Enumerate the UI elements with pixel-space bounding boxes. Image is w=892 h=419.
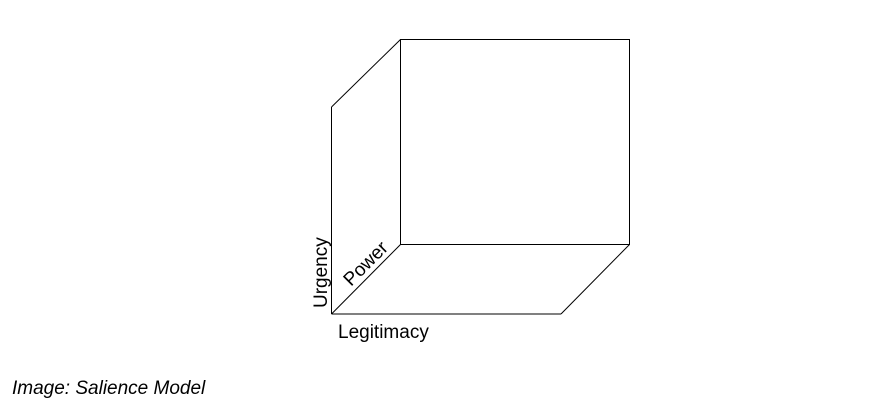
cube-depth-edge-top-left: [331, 39, 401, 108]
axis-label-power: Power: [340, 237, 393, 290]
cube-back-face: [400, 39, 630, 245]
axis-label-urgency: Urgency: [311, 237, 332, 308]
cube-depth-edge-bottom-right: [560, 244, 630, 315]
axis-label-legitimacy: Legitimacy: [338, 322, 429, 343]
cube-depth-edge-bottom-left: [331, 244, 401, 315]
figure-caption: Image: Salience Model: [12, 378, 206, 399]
